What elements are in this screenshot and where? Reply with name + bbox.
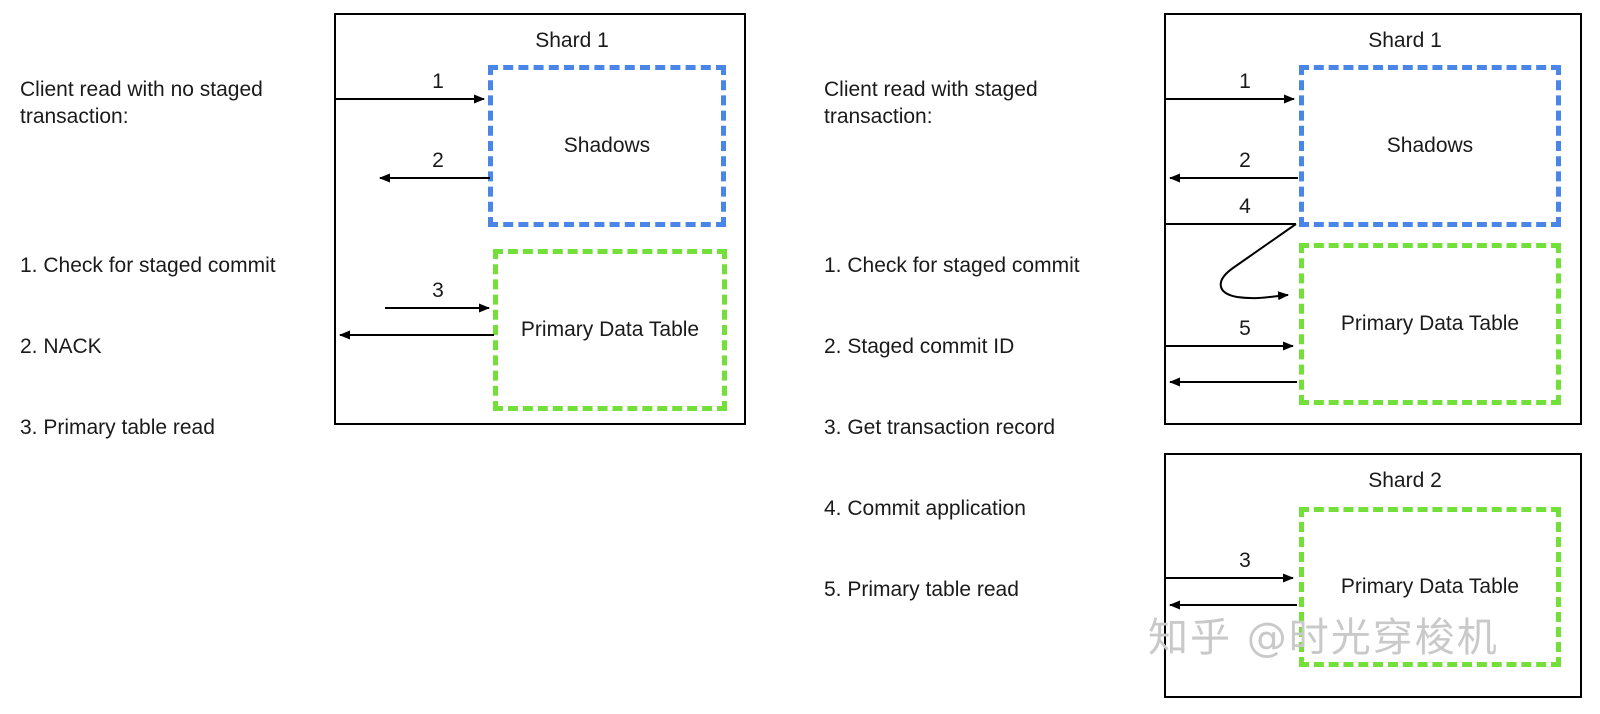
right-arrow-2-label: 2 <box>1239 149 1251 172</box>
shard-2-arrow-3-label: 3 <box>1239 549 1251 572</box>
right-arrow-4-label: 4 <box>1239 195 1251 218</box>
left-shadows-box: Shadows <box>488 65 726 227</box>
shard-2-primary-data-table-box: Primary Data Table <box>1299 507 1561 667</box>
right-primary-data-table-box: Primary Data Table <box>1299 243 1561 405</box>
caption-spacer <box>20 184 320 198</box>
right-shard-2-title: Shard 2 <box>1368 469 1442 492</box>
right-caption-block: Client read with staged transaction: 1. … <box>824 22 1124 657</box>
left-caption-step-1: 1. Check for staged commit <box>20 254 276 277</box>
right-arrow-1-label: 1 <box>1239 70 1251 93</box>
left-arrow-1-label: 1 <box>432 70 444 93</box>
watermark-text: 知乎 @时光穿梭机 <box>1148 615 1499 661</box>
right-caption-step-2: 2. Staged commit ID <box>824 335 1015 358</box>
right-shard-1-title: Shard 1 <box>1368 29 1442 52</box>
left-shard-1-title: Shard 1 <box>535 29 609 52</box>
right-caption-step-3: 3. Get transaction record <box>824 416 1056 439</box>
left-primary-data-table-box: Primary Data Table <box>493 249 727 411</box>
left-caption-block: Client read with no staged transaction: … <box>20 22 320 495</box>
right-caption-step-5: 5. Primary table read <box>824 578 1019 601</box>
right-shadows-label: Shadows <box>1386 134 1474 157</box>
shard-2-primary-data-table-label: Primary Data Table <box>1340 575 1520 598</box>
left-shadows-label: Shadows <box>563 134 651 157</box>
left-primary-data-table-label: Primary Data Table <box>520 318 700 341</box>
right-shadows-box: Shadows <box>1299 65 1561 227</box>
right-caption-title: Client read with staged transaction: <box>824 78 1038 128</box>
right-shard-2-box: Shard 2 Primary Data Table <box>1164 453 1582 698</box>
left-shard-1-box: Shard 1 Shadows Primary Data Table <box>334 13 746 425</box>
left-arrow-3-label: 3 <box>432 279 444 302</box>
left-caption-step-2: 2. NACK <box>20 335 102 358</box>
left-caption-title: Client read with no staged transaction: <box>20 78 263 128</box>
left-caption-step-3: 3. Primary table read <box>20 416 215 439</box>
right-caption-step-1: 1. Check for staged commit <box>824 254 1080 277</box>
right-arrow-5-label: 5 <box>1239 317 1251 340</box>
right-primary-data-table-label: Primary Data Table <box>1340 312 1520 335</box>
caption-spacer <box>824 184 1124 198</box>
right-shard-1-box: Shard 1 Shadows Primary Data Table <box>1164 13 1582 425</box>
left-arrow-2-label: 2 <box>432 149 444 172</box>
right-caption-step-4: 4. Commit application <box>824 497 1026 520</box>
